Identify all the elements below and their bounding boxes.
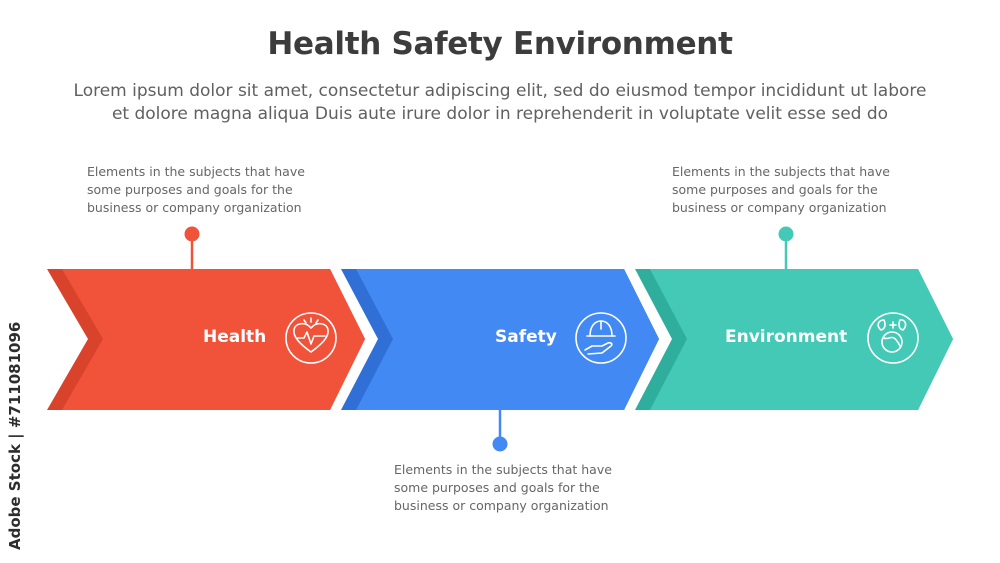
step-health — [47, 269, 365, 410]
note-line: Elements in the subjects that have — [672, 164, 890, 179]
health-chevron — [62, 269, 365, 410]
connector-dot-health — [184, 226, 200, 242]
page-title: Health Safety Environment — [267, 26, 733, 62]
safety-chevron — [356, 269, 659, 410]
connector-dot-environment — [778, 226, 794, 242]
connector-dot-safety — [492, 436, 508, 452]
note-line: business or company organization — [394, 498, 609, 513]
note-line: some purposes and goals for the — [394, 480, 600, 495]
note-safety: Elements in the subjects that have some … — [394, 461, 629, 515]
connector-safety — [492, 410, 508, 452]
note-line: Elements in the subjects that have — [394, 462, 612, 477]
stock-watermark: Adobe Stock | #711081096 — [6, 321, 24, 550]
subtitle-line: et dolore magna aliqua Duis aute irure d… — [111, 104, 889, 124]
note-line: some purposes and goals for the — [87, 182, 293, 197]
note-environment: Elements in the subjects that have some … — [672, 163, 907, 217]
step-environment — [635, 269, 953, 410]
note-line: some purposes and goals for the — [672, 182, 878, 197]
note-line: business or company organization — [87, 200, 302, 215]
step-label-environment: Environment — [725, 327, 848, 347]
globe-leaves-icon — [867, 312, 919, 364]
step-label-safety: Safety — [495, 327, 557, 347]
environment-chevron — [650, 269, 953, 410]
note-line: Elements in the subjects that have — [87, 164, 305, 179]
note-health: Elements in the subjects that have some … — [87, 163, 322, 217]
connector-health — [184, 226, 200, 269]
connector-environment — [778, 226, 794, 269]
hard-hat-hand-icon — [575, 312, 627, 364]
subtitle-line: Lorem ipsum dolor sit amet, consectetur … — [73, 81, 927, 101]
note-line: business or company organization — [672, 200, 887, 215]
heart-pulse-icon — [285, 312, 337, 364]
step-label-health: Health — [203, 327, 267, 347]
step-safety — [341, 269, 659, 410]
page-subtitle: Lorem ipsum dolor sit amet, consectetur … — [40, 80, 960, 126]
